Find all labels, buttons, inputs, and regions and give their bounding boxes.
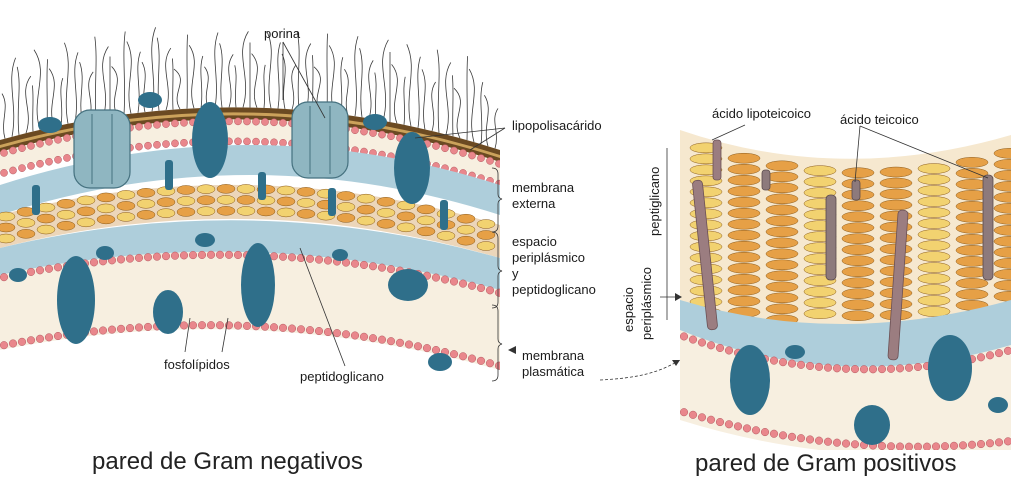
label-peptiglicano: peptiglicano [648,167,662,236]
label-espacio-2: periplásmico [512,250,585,266]
label-espacio-periplasmico-2: periplásmico [640,267,654,340]
caption-gram-negativos: pared de Gram negativos [92,448,363,476]
label-espacio-4: peptidoglicano [512,282,596,298]
label-membrana-externa-1: membrana [512,180,574,196]
label-lipopolisacarido: lipopolisacárido [512,118,602,134]
label-porina: porina [264,26,300,42]
caption-gram-positivos: pared de Gram positivos [695,450,956,478]
label-membrana-plasmatica-2: plasmática [522,364,584,380]
label-espacio-1: espacio [512,234,557,250]
label-espacio-periplasmico-1: espacio [622,287,636,332]
label-membrana-externa-2: externa [512,196,555,212]
label-fosfolipidos: fosfolípidos [164,357,230,373]
label-membrana-plasmatica-1: membrana [522,348,584,364]
label-acido-teicoico: ácido teicoico [840,112,919,128]
label-acido-lipoteicoico: ácido lipoteicoico [712,106,811,122]
label-peptidoglicano: peptidoglicano [300,369,384,385]
label-espacio-3: y [512,266,519,282]
